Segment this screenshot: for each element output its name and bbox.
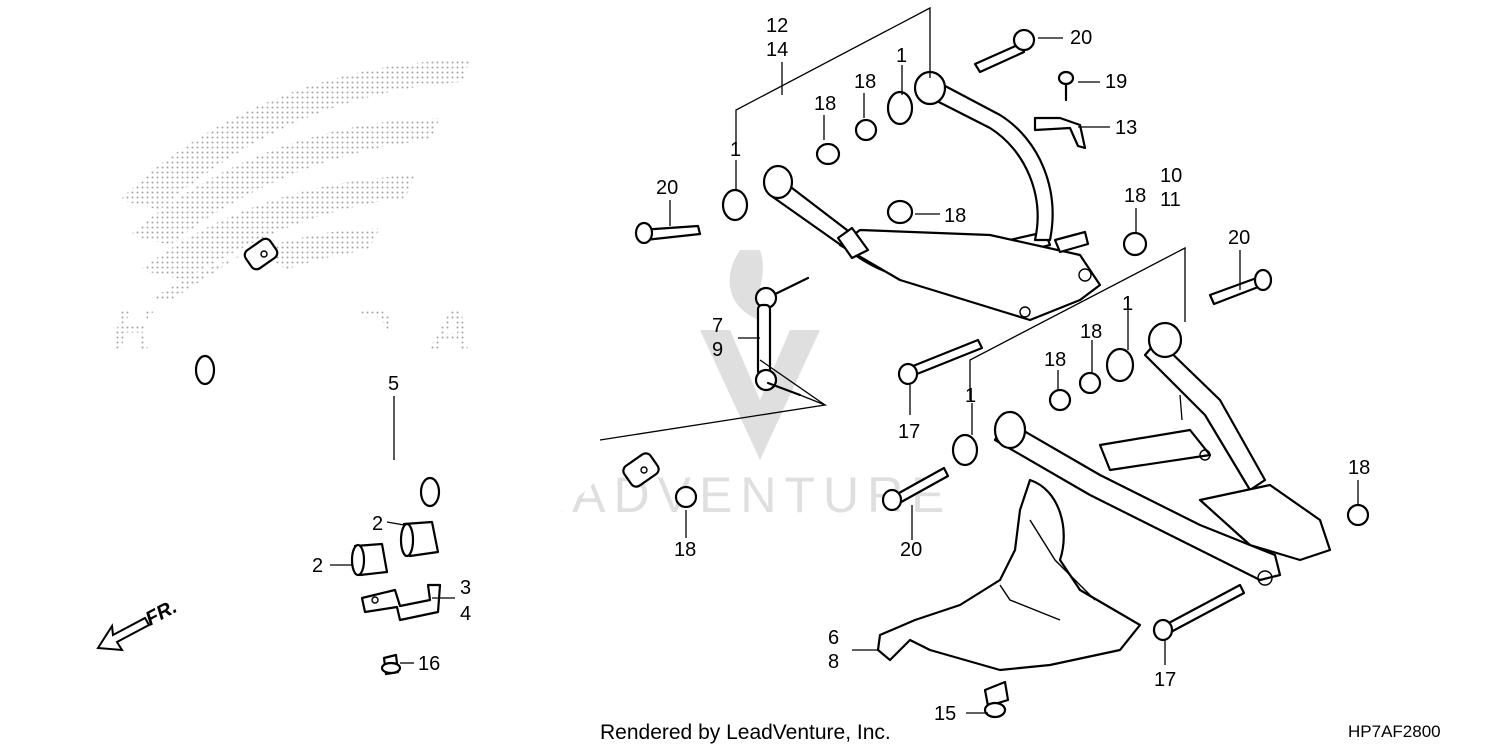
label-16: 16 [418, 653, 440, 675]
stabilizer-link [754, 276, 810, 397]
label-15: 15 [934, 703, 956, 725]
label-18: 18 [674, 539, 696, 561]
label-17: 17 [898, 421, 920, 443]
label-20: 20 [1228, 227, 1250, 249]
part-number-labels: 12 14 1 1 18 18 18 18 18 18 18 18 20 20 … [312, 15, 1370, 725]
label-13: 13 [1115, 117, 1137, 139]
label-6: 6 [828, 627, 839, 649]
label-17: 17 [1154, 669, 1176, 691]
lower-arm [993, 321, 1332, 586]
lower-hardware [674, 268, 1370, 642]
label-11: 11 [1160, 189, 1181, 211]
label-18: 18 [814, 93, 836, 115]
label-20: 20 [900, 539, 922, 561]
label-14: 14 [766, 39, 788, 61]
label-1: 1 [730, 139, 741, 161]
label-1: 1 [1122, 293, 1133, 315]
label-2: 2 [372, 513, 383, 535]
label-18: 18 [1348, 457, 1370, 479]
label-4: 4 [460, 603, 471, 625]
diagram-code: HP7AF2800 [1348, 722, 1441, 741]
label-18: 18 [1080, 321, 1102, 343]
leader-lines [330, 6, 1359, 714]
label-5: 5 [388, 373, 399, 395]
label-19: 19 [1105, 71, 1127, 93]
label-20: 20 [1070, 27, 1092, 49]
label-9: 9 [712, 339, 723, 361]
upper-arm [762, 70, 1102, 322]
label-18: 18 [1124, 185, 1146, 207]
label-20: 20 [656, 177, 678, 199]
upper-hardware [634, 28, 1148, 257]
stabilizer-bar [142, 237, 660, 546]
label-10: 10 [1160, 165, 1182, 187]
label-3: 3 [460, 577, 471, 599]
label-2: 2 [312, 555, 323, 577]
front-arrow-icon: FR. [96, 596, 181, 652]
label-7: 7 [712, 315, 723, 337]
label-18: 18 [854, 71, 876, 93]
arm-guard [876, 478, 1142, 719]
label-1: 1 [896, 45, 907, 67]
stabilizer-bushings [350, 520, 442, 676]
label-18: 18 [1044, 349, 1066, 371]
label-18: 18 [944, 205, 966, 227]
label-8: 8 [828, 651, 839, 673]
label-12: 12 [766, 15, 788, 37]
label-1: 1 [965, 385, 976, 407]
footer-credit: Rendered by LeadVenture, Inc. [600, 721, 891, 744]
